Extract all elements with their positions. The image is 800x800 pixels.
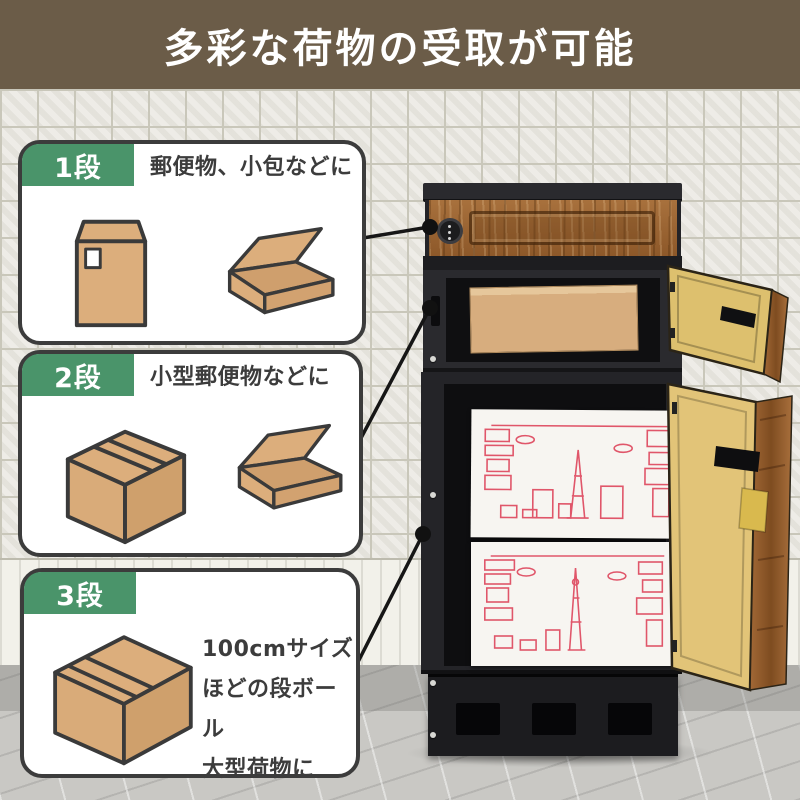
callout-tier2: 2段 小型郵便物などに [18,350,363,557]
white-parcel-box-lower [471,542,684,666]
cabinet-base-plinth [428,674,678,756]
tier3-badge: 3段 [24,572,136,614]
base-vent-hole [456,703,500,735]
cabinet-tier1-mail-section [425,200,681,256]
tier3-description-line2: ほどの段ボール [202,677,338,742]
frame-screw [430,680,436,686]
header-banner: 多彩な荷物の受取が可能 [0,0,800,89]
cardboard-parcel-in-tier2 [469,284,639,354]
base-vent-hole [532,703,576,735]
closed-box-icon [65,429,187,545]
wood-front-panel [429,200,677,256]
tier2-badge: 2段 [22,354,134,396]
tier2-description: 小型郵便物などに [150,365,331,390]
open-flat-box-icon [237,423,343,510]
dial-lock-icon [437,218,463,244]
callout-tier1: 1段 郵便物、小包などに [18,140,366,345]
frame-screw [430,492,436,498]
tier3-description-line3: 大型荷物に [202,757,315,782]
white-parcel-box-upper [470,409,688,539]
tokyo-tower-print [484,424,671,520]
skytree-print [484,555,665,651]
tier3-open-compartment [444,384,688,666]
frame-screw [430,732,436,738]
tier2-open-compartment [446,278,660,362]
callout-tier3: 3段 100cmサイズ ほどの段ボール 大型荷物に [20,568,360,782]
page-title: 多彩な荷物の受取が可能 [163,25,637,72]
open-flat-box-icon [227,227,335,315]
tier1-badge: 1段 [22,144,134,186]
large-closed-box-icon [53,635,193,766]
cabinet-divider-band [423,256,682,270]
dial-dots [448,225,451,228]
envelope-icon [74,219,148,328]
cabinet-tier3-section [421,372,688,674]
tier2-latch-recess [431,296,440,326]
tier3-description-line1: 100cmサイズ [202,637,354,662]
tier1-description: 郵便物、小包などに [150,155,353,180]
cabinet-tier2-section [423,270,682,372]
frame-screw [430,356,436,362]
tier3-description: 100cmサイズ ほどの段ボール 大型荷物に [202,630,356,790]
mail-slot-door [469,211,655,245]
base-vent-hole [608,703,652,735]
